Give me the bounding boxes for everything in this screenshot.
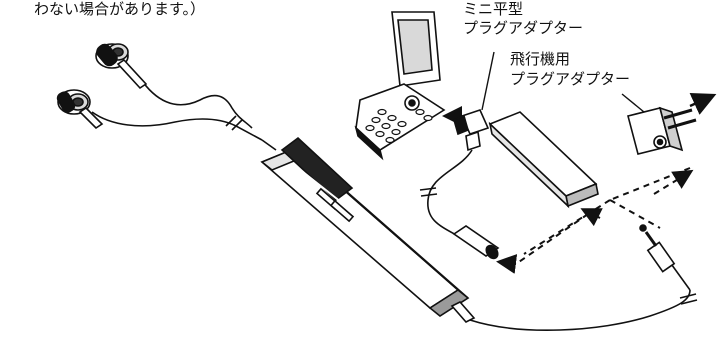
remote-output-cable	[469, 289, 691, 331]
cable-break-mid	[419, 187, 438, 197]
mini-adapter-label-line1: ミニ平型	[463, 0, 524, 18]
stereo-mini-plug	[639, 224, 691, 291]
mobile-phone	[354, 11, 446, 161]
mini-adapter-leader	[481, 51, 495, 111]
arrow-to-airplane-seat	[689, 93, 717, 115]
airplane-adapter-leader	[621, 93, 645, 113]
earphone-left	[56, 89, 104, 130]
mini-flat-adapter	[453, 109, 490, 152]
cable-break-top	[225, 115, 243, 131]
note-text: わない場合があります。）	[34, 0, 206, 18]
remote-controller	[260, 136, 476, 323]
cable-break-right	[679, 293, 698, 305]
flight-adapter-label-line1: 飛行機用	[510, 50, 571, 68]
adapter-cable	[427, 149, 473, 237]
mini-adapter-label-line2: プラグアダプター	[463, 19, 584, 37]
flight-adapter-label-line2: プラグアダプター	[510, 70, 631, 88]
earphone-cables	[91, 77, 263, 141]
airplane-adapter	[627, 106, 697, 155]
storage-case	[488, 111, 599, 209]
jack-connector	[452, 225, 500, 260]
earphone-top	[95, 43, 148, 90]
dashed-arrows	[496, 169, 694, 274]
remote-top-cable	[261, 139, 277, 151]
